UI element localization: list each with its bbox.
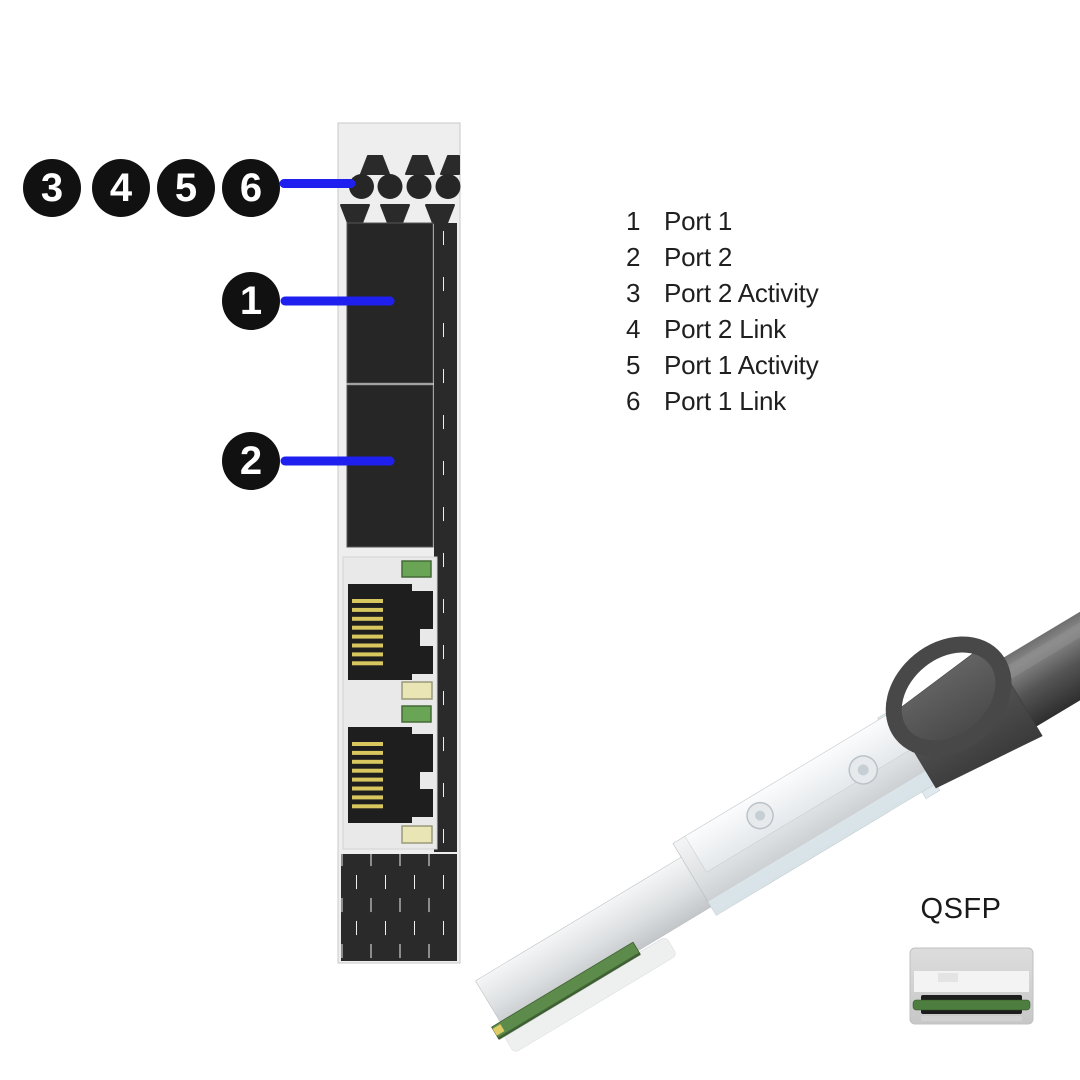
pcb-edge (491, 938, 676, 1052)
screw-center (755, 810, 766, 821)
legend-item-label: Port 1 (664, 205, 733, 236)
callout-3-badge: 3 (23, 159, 81, 217)
led-indicator-lights (349, 174, 461, 199)
legend-item: 4 Port 2 Link (626, 311, 819, 347)
callout-2-badge: 2 (222, 432, 280, 490)
port2-activity-led (435, 174, 461, 199)
qsfp-cable-illustration (475, 602, 1080, 1052)
qsfp-face-band (914, 971, 1029, 992)
qsfp-connector-label: QSFP (920, 893, 1002, 925)
legend-item: 3 Port 2 Activity (626, 275, 819, 311)
body-reflection (707, 770, 934, 916)
legend-item-number: 6 (626, 385, 641, 416)
cable-boot-cable (985, 602, 1080, 730)
rj45-1-amber-led (401, 681, 433, 700)
screw-center (857, 764, 869, 776)
port2-link-led (406, 174, 432, 199)
legend-item: 1 Port 1 (626, 203, 819, 239)
pcb-gold-contact (492, 1024, 505, 1036)
legend-item-label: Port 2 Link (664, 313, 787, 344)
legend-item-label: Port 2 Activity (664, 277, 819, 308)
pcb-shadow (497, 952, 641, 1040)
pull-tab-ring-icon (885, 636, 1012, 757)
legend: 1 Port 1 2 Port 2 3 Port 2 Activity 4 Po… (626, 203, 819, 419)
legend-item: 2 Port 2 (626, 239, 819, 275)
qsfp-face-notch (938, 973, 958, 982)
rj45-2-green-led (401, 705, 432, 723)
cable-highlight (992, 610, 1080, 686)
qsfp-face-edge-connector (912, 999, 1031, 1011)
legend-item-number: 1 (626, 205, 641, 236)
screws (746, 755, 879, 830)
rj45-port-1 (348, 560, 433, 700)
callout-lines (279, 179, 395, 466)
faceplate-panel (337, 122, 461, 964)
legend-item-label: Port 2 (664, 241, 733, 272)
port1-activity-led (377, 174, 403, 199)
hex-vent-bottom-icon (341, 854, 457, 961)
legend-item-label: Port 1 Link (664, 385, 787, 416)
rj45-1-pins (352, 599, 383, 666)
qsfp-port-2 (346, 384, 434, 548)
qsfp-face-icon (909, 947, 1034, 1025)
rj45-2-pins (352, 742, 383, 809)
legend-item-number: 4 (626, 313, 641, 344)
callout-1-badge: 1 (222, 272, 280, 330)
legend-item-number: 5 (626, 349, 641, 380)
qsfp-face-bottom-strip (921, 1016, 1022, 1021)
legend-item-number: 2 (626, 241, 641, 272)
hex-vent-right-icon (434, 223, 457, 852)
cable-cylinder (985, 602, 1080, 730)
rj45-port-2 (348, 705, 433, 844)
callout-5-badge: 5 (157, 159, 215, 217)
port1-link-led (349, 174, 374, 199)
legend-item: 6 Port 1 Link (626, 383, 819, 419)
legend-item-number: 3 (626, 277, 641, 308)
rj45-1-green-led (401, 560, 432, 578)
hex-vent-top-icon (340, 155, 460, 224)
rj45-2-amber-led (401, 825, 433, 844)
legend-item: 5 Port 1 Activity (626, 347, 819, 383)
callout-4-badge: 4 (92, 159, 150, 217)
callout-6-badge: 6 (222, 159, 280, 217)
legend-item-label: Port 1 Activity (664, 349, 819, 380)
